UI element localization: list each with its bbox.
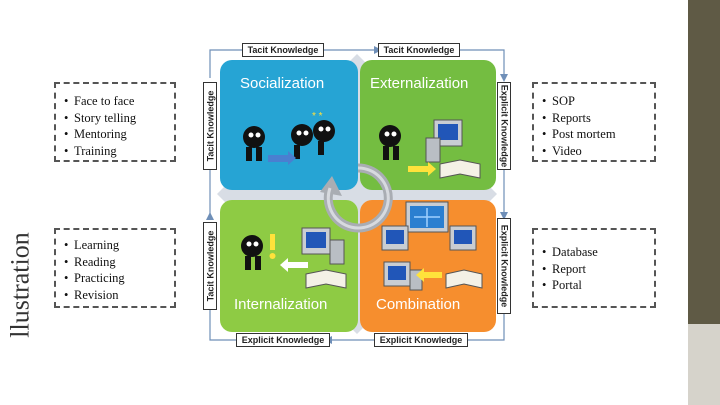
person-learning-icon: [241, 227, 347, 289]
combination-title: Combination: [376, 296, 461, 313]
label-left-bottom: Tacit Knowledge: [203, 222, 217, 310]
list-item: Report: [542, 261, 654, 278]
list-item: Practicing: [64, 270, 174, 287]
list-item: Story telling: [64, 110, 174, 127]
label-right-top: Explicit Knowledge: [497, 82, 511, 170]
list-item: Learning: [64, 237, 174, 254]
page-title: llustration: [4, 190, 38, 380]
right-sidebar: [688, 0, 720, 405]
externalization-quadrant: Externalization: [360, 60, 496, 190]
label-bottom-right: Explicit Knowledge: [374, 333, 468, 347]
combination-quadrant: Combination: [360, 200, 496, 332]
label-left-top: Tacit Knowledge: [203, 82, 217, 170]
list-item: Database: [542, 244, 654, 261]
combination-examples-box: Database Report Portal: [532, 228, 656, 308]
internalization-examples-box: Learning Reading Practicing Revision: [54, 228, 176, 308]
computers-network-icon: [381, 201, 483, 291]
list-item: Video: [542, 143, 654, 160]
externalization-title: Externalization: [370, 75, 469, 92]
label-text: Explicit Knowledge: [379, 335, 463, 345]
svg-text:* *: * *: [312, 111, 323, 122]
list-item: Face to face: [64, 93, 174, 110]
list-item: Training: [64, 143, 174, 160]
person-computer-book-icon: [379, 119, 481, 179]
socialization-quadrant: Socialization * *: [220, 60, 358, 190]
list-item: Revision: [64, 287, 174, 304]
externalization-examples-box: SOP Reports Post mortem Video: [532, 82, 656, 162]
label-top-left: Tacit Knowledge: [242, 43, 324, 57]
people-talking-icon: * *: [243, 111, 335, 165]
socialization-title: Socialization: [240, 75, 325, 92]
list-item: Post mortem: [542, 126, 654, 143]
label-right-bottom: Explicit Knowledge: [497, 218, 511, 314]
list-item: SOP: [542, 93, 654, 110]
label-text: Tacit Knowledge: [247, 45, 319, 55]
cycle-arrow-icon: [320, 163, 393, 233]
label-bottom-left: Explicit Knowledge: [236, 333, 330, 347]
sidebar-light-block: [688, 324, 720, 405]
internalization-title: Internalization: [234, 296, 328, 313]
seci-model-diagram: Socialization * * Externalization: [188, 30, 526, 360]
label-text: Tacit Knowledge: [383, 45, 455, 55]
label-text: Explicit Knowledge: [499, 224, 510, 308]
socialization-examples-box: Face to face Story telling Mentoring Tra…: [54, 82, 176, 162]
list-item: Reports: [542, 110, 654, 127]
label-top-right: Tacit Knowledge: [378, 43, 460, 57]
label-text: Explicit Knowledge: [499, 84, 510, 168]
label-text: Tacit Knowledge: [205, 90, 215, 162]
label-text: Explicit Knowledge: [241, 335, 325, 345]
list-item: Mentoring: [64, 126, 174, 143]
list-item: Portal: [542, 277, 654, 294]
label-text: Tacit Knowledge: [205, 230, 215, 302]
page-title-text: llustration: [6, 232, 35, 338]
sidebar-dark-block: [688, 0, 720, 324]
list-item: Reading: [64, 254, 174, 271]
